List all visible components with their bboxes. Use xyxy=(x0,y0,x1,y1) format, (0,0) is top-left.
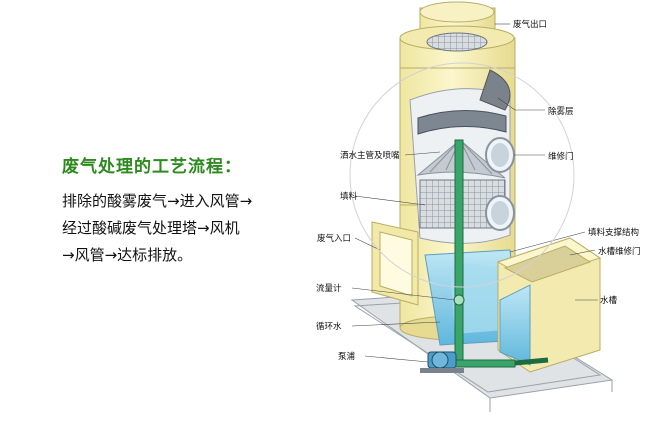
label-packing-support: 填料支撑结构 xyxy=(588,228,640,238)
sump-water xyxy=(424,249,521,346)
label-water-tank: 水槽 xyxy=(600,296,618,306)
process-description: 排除的酸雾废气→进入风管→ 经过酸碱废气处理塔→风机 →风管→达标排放。 xyxy=(62,188,302,269)
service-door-lower xyxy=(485,195,515,231)
leader-lines xyxy=(351,23,598,363)
label-circulating-water: 循环水 xyxy=(316,322,342,332)
exhaust-outlet-cap xyxy=(399,1,515,52)
description-line-3: →风管→达标排放。 xyxy=(62,246,193,264)
water-tank-box xyxy=(496,237,602,373)
label-flow-meter: 流量计 xyxy=(316,284,342,294)
label-pump: 泵浦 xyxy=(338,352,356,362)
pump xyxy=(420,351,464,373)
diagram-title: 废气处理的工艺流程： xyxy=(62,157,242,177)
exhaust-inlet-duct xyxy=(371,221,419,306)
label-exhaust-inlet: 废气入口 xyxy=(317,234,352,244)
description-line-2: 经过酸碱废气处理塔→风机 xyxy=(62,219,240,237)
label-service-door: 维修门 xyxy=(548,152,574,162)
label-exhaust-outlet: 废气出口 xyxy=(513,20,548,30)
service-door xyxy=(485,137,515,173)
label-sprinkler-main: 洒水主管及喷嘴 xyxy=(340,151,400,161)
label-tank-service-door: 水槽维修门 xyxy=(598,247,641,257)
demister-layer xyxy=(417,110,507,135)
label-demister-layer: 除雾层 xyxy=(548,107,574,117)
label-packing: 填料 xyxy=(340,192,358,202)
description-line-1: 排除的酸雾废气→进入风管→ xyxy=(62,192,253,210)
